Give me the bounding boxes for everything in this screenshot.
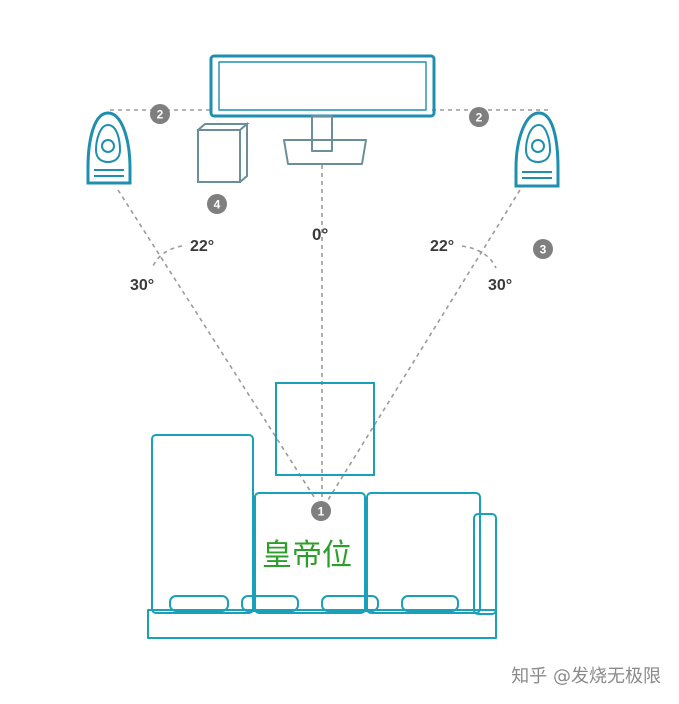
svg-text:1: 1 [318, 505, 325, 519]
svg-text:3: 3 [540, 243, 547, 257]
sofa-seat-center [254, 492, 366, 614]
tv-stand [283, 139, 367, 165]
tv [209, 54, 436, 165]
sofa [147, 434, 497, 639]
svg-text:2: 2 [157, 108, 164, 122]
tv-screen-inner [218, 61, 427, 111]
tv-neck [311, 115, 333, 152]
right-angle-arc [461, 245, 497, 269]
svg-text:2: 2 [476, 111, 483, 125]
watermark: 知乎 @发烧无极限 [511, 666, 661, 687]
cushion-3 [321, 595, 379, 612]
angle-label-right-inner: 22° [430, 238, 454, 255]
angle-label-center: 0° [312, 225, 328, 244]
badge-front-left: 2 [150, 104, 170, 124]
seat-label: 皇帝位 [262, 538, 352, 573]
cushion-1 [169, 595, 229, 612]
coffee-table [275, 382, 375, 476]
subwoofer-box [197, 129, 241, 183]
badge-listener: 1 [311, 501, 331, 521]
right-speaker-ray [327, 189, 521, 501]
left-angle-arc [151, 245, 183, 269]
sofa-base [147, 609, 497, 639]
sofa-seat-right [366, 492, 481, 614]
tv-screen [209, 54, 436, 118]
cushion-2 [241, 595, 299, 612]
angle-label-left-inner: 22° [190, 238, 214, 255]
badge-front-right: 2 [469, 107, 489, 127]
angle-label-left-outer: 30° [130, 277, 154, 294]
badge-subwoofer: 4 [207, 194, 227, 214]
left-speaker [86, 111, 132, 185]
sofa-arm-right [473, 513, 497, 615]
right-speaker [514, 111, 560, 188]
sofa-back-left [151, 434, 254, 614]
badge-surround: 3 [533, 239, 553, 259]
guide-lines [110, 109, 548, 505]
svg-text:4: 4 [214, 198, 221, 212]
cushion-4 [401, 595, 459, 612]
subwoofer [197, 121, 250, 183]
left-speaker-ray [117, 189, 317, 501]
angle-label-right-outer: 30° [488, 277, 512, 294]
